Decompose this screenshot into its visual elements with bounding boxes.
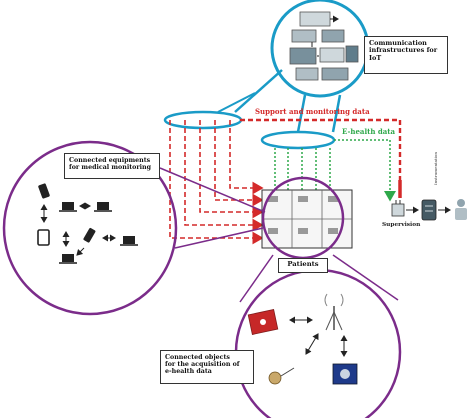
link-line xyxy=(217,92,256,113)
link-line xyxy=(331,94,342,133)
ehealth-data-label: E-health data xyxy=(342,127,396,136)
connected-objects-line-1: Connected objects xyxy=(165,354,230,361)
ehealth-data-flows xyxy=(274,139,396,202)
connected-objects-line-3: e-health data xyxy=(165,368,212,376)
ehealth-data-ellipse xyxy=(260,130,336,150)
connector-line xyxy=(174,227,264,249)
temperature-sensor-icon xyxy=(268,367,295,385)
connected-objects-line-2: for the acquisition of xyxy=(165,361,240,369)
support-data-flows xyxy=(169,118,402,245)
connected-objects-label: Connected objects for the acquisition of… xyxy=(160,350,254,384)
sensor-board-icon xyxy=(247,309,279,335)
comm-infrastructure-circle xyxy=(270,0,370,98)
laptop-icon xyxy=(59,202,77,212)
server-icon xyxy=(421,199,437,221)
link-line xyxy=(296,94,307,133)
equipments-circle xyxy=(2,140,178,316)
antenna-icon xyxy=(324,293,344,331)
tablet-icon xyxy=(37,229,50,246)
gas-sensor-icon xyxy=(332,363,358,385)
connected-equipments-label: Connected equipments for medical monitor… xyxy=(64,153,160,179)
supervision-group: Instrumentation xyxy=(391,152,467,221)
comm-infra-line-3: IoT xyxy=(369,53,382,62)
connected-equipments-line-1: Connected equipments xyxy=(69,157,151,164)
link-line xyxy=(234,69,283,113)
laptop-icon xyxy=(94,202,112,212)
router-icon xyxy=(391,200,405,217)
connector-line xyxy=(159,167,266,213)
comm-infrastructure-label: Communication infrastructures for IoT xyxy=(364,36,448,74)
comm-infra-line-1: Communication xyxy=(369,39,427,47)
support-monitoring-label: Support and monitoring data xyxy=(255,107,370,116)
svg-text:Instrumentation: Instrumentation xyxy=(433,152,438,185)
laptop-icon xyxy=(59,254,77,264)
phone-icon xyxy=(38,183,50,199)
doctor-icon xyxy=(455,199,467,220)
comm-infra-line-2: infrastructures for xyxy=(369,46,438,55)
connected-equipments-line-2: for medical monitoring xyxy=(69,164,152,172)
connector-line xyxy=(332,254,399,301)
link-arrow xyxy=(305,333,319,355)
device-links xyxy=(40,202,116,256)
objects-circle xyxy=(234,268,402,418)
patients-label: Patients xyxy=(278,258,328,273)
laptop-icon xyxy=(120,236,138,246)
connector-line xyxy=(239,254,274,303)
supervision-label: Supervision xyxy=(382,222,421,228)
phone-icon xyxy=(83,227,96,243)
